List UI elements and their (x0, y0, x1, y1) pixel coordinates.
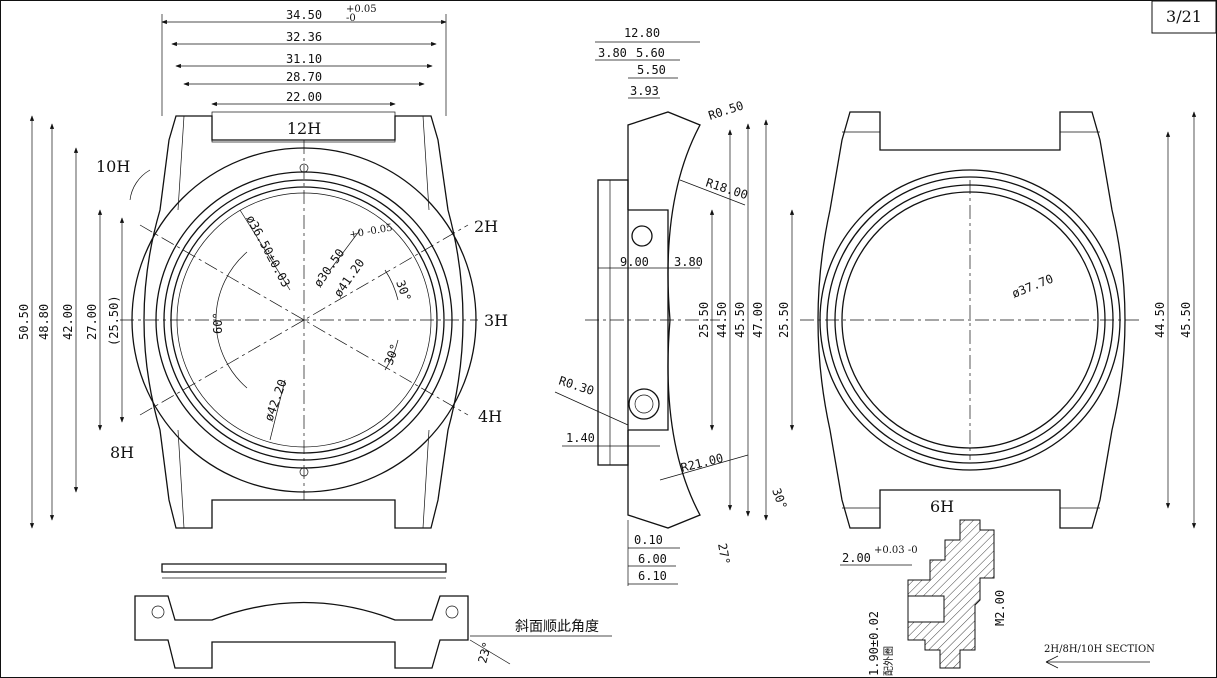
section-dim-2-00: 2.00 (842, 551, 871, 565)
side-dim-6-10: 6.10 (638, 569, 667, 583)
label-6h: 6H (930, 497, 954, 516)
section-note-outer-ring: 配外圈 (883, 646, 895, 676)
dim-27-00: 27.00 (85, 304, 99, 340)
side-dim-0-10: 0.10 (634, 533, 663, 547)
side-dim-1-40: 1.40 (566, 431, 595, 445)
side-dim-25-50: 25.50 (697, 302, 711, 338)
section-dim-2-00-tol: +0.03 -0 (874, 545, 918, 556)
side-dim-3-93: 3.93 (630, 84, 659, 98)
section-dim-m2: M2.00 (993, 590, 1007, 626)
dim-50-50: 50.50 (17, 304, 31, 340)
side-dim-9-00: 9.00 (620, 255, 649, 269)
radius-0-30: R0.30 (557, 374, 596, 398)
side-dim-47-00: 47.00 (751, 302, 765, 338)
side-dim-5-50: 5.50 (637, 63, 666, 77)
dim-34-50-tol-zero: -0 (346, 13, 356, 24)
dia-42-20: ø42.20 (262, 377, 290, 423)
side-dim-45-50: 45.50 (733, 302, 747, 338)
section-dim-1-90: 1.90±0.02 (867, 611, 881, 676)
back-view: ø37.70 6H 25.50 44.50 45.50 (777, 111, 1197, 529)
dim-34-50-tol-plus: +0.05 (346, 4, 377, 15)
dim-32-36: 32.36 (286, 30, 322, 44)
side-angle-27: 27° (715, 542, 733, 566)
radius-21-00: R21.00 (679, 451, 724, 475)
angle-30-upper: 30° (393, 278, 414, 303)
label-12h: 12H (287, 119, 321, 138)
label-2h: 2H (474, 217, 498, 236)
section-title: 2H/8H/10H SECTION (1044, 644, 1155, 655)
section-detail: 2.00 +0.03 -0 M2.00 1.90±0.02 配外圈 2H/8H/… (840, 519, 1155, 676)
angle-60: 60° (211, 312, 225, 334)
top-dimensions: 34.50 +0.05 -0 32.36 31.10 28.70 22.00 (161, 4, 447, 116)
label-4h: 4H (478, 407, 502, 426)
dim-28-70: 28.70 (286, 70, 322, 84)
dim-34-50: 34.50 (286, 8, 322, 22)
side-dim-6-00: 6.00 (638, 552, 667, 566)
side-dim-44-50: 44.50 (715, 302, 729, 338)
side-dim-12-80: 12.80 (624, 26, 660, 40)
label-8h: 8H (110, 443, 134, 462)
page-number: 3/21 (1166, 7, 1202, 26)
dim-48-80: 48.80 (37, 304, 51, 340)
side-dim-5-60: 5.60 (636, 46, 665, 60)
bottom-view: 斜面顺此角度 23° (134, 563, 612, 669)
back-dim-25-50: 25.50 (777, 302, 791, 338)
dim-42-00: 42.00 (61, 304, 75, 340)
left-dimensions: 50.50 48.80 42.00 27.00 (25.50) (17, 115, 125, 529)
side-view: 12.80 3.80 5.60 5.50 3.93 R0.50 R18.00 9… (554, 26, 790, 586)
bevel-angle-23: 23° (475, 640, 494, 665)
bevel-note: 斜面顺此角度 (515, 619, 599, 635)
dim-22-00: 22.00 (286, 90, 322, 104)
page-number-box: 3/21 (1151, 0, 1217, 34)
radius-0-50: R0.50 (707, 98, 746, 122)
label-3h: 3H (484, 311, 508, 330)
dim-25-50: (25.50) (107, 295, 121, 346)
side-dim-3-80: 3.80 (598, 46, 627, 60)
side-dim-3-80-mid: 3.80 (674, 255, 703, 269)
label-10h: 10H (96, 157, 130, 176)
front-view: 12H 10H 2H 3H 4H 8H 60° 30° 30° ø36.50±0… (17, 4, 508, 529)
back-dia-37-70: ø37.70 (1010, 272, 1055, 301)
angle-30-lower: 30° (382, 342, 403, 367)
back-dim-44-50: 44.50 (1153, 302, 1167, 338)
side-angle-30: 30° (769, 486, 790, 511)
dim-31-10: 31.10 (286, 52, 322, 66)
dia-36-50: ø36.50±0.03 (243, 213, 293, 290)
back-dim-45-50: 45.50 (1179, 302, 1193, 338)
dia-30-50-tol: +0 -0.05 (349, 223, 394, 241)
